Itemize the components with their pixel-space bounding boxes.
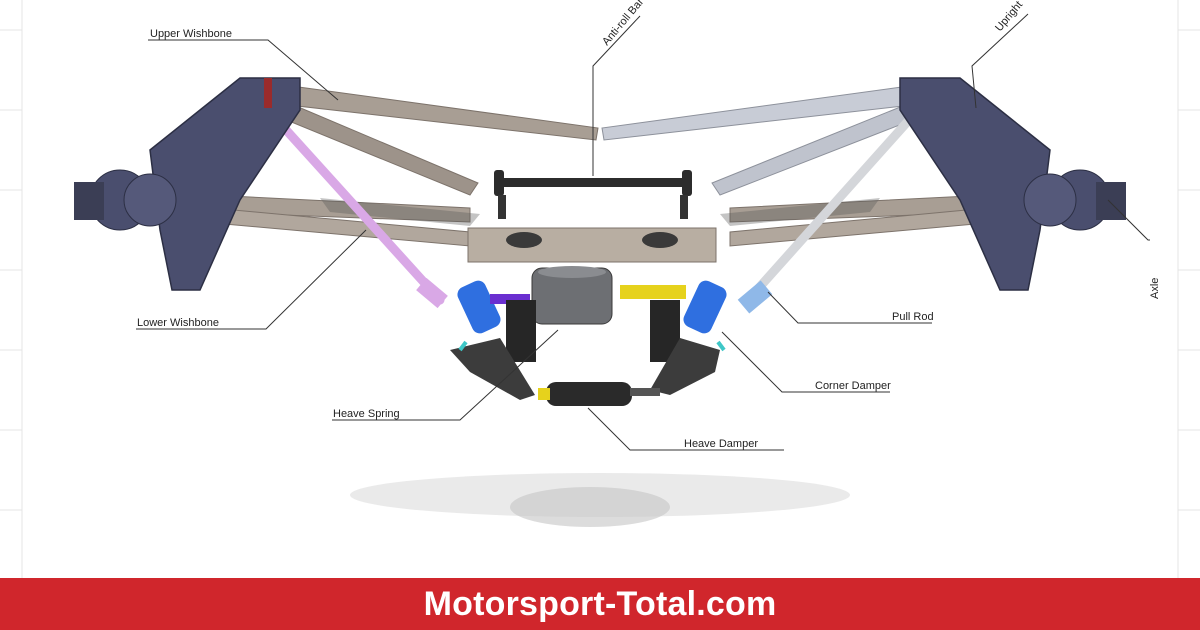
- leader-upright: [971, 13, 1029, 109]
- lower-brackets: [450, 338, 726, 400]
- leader-axle: [1107, 199, 1150, 241]
- leader-anti-roll-bar: [592, 15, 641, 176]
- heave-spring: [506, 266, 680, 362]
- leader-lower-wishbone: [136, 229, 367, 330]
- corner-damper-left: [457, 280, 530, 334]
- site-banner: Motorsport-Total.com: [0, 578, 1200, 630]
- corner-damper-right: [620, 280, 727, 334]
- label-heave-damper: Heave Damper: [684, 438, 758, 450]
- label-pull-rod: Pull Rod: [892, 311, 934, 323]
- label-upper-wishbone: Upper Wishbone: [150, 28, 232, 40]
- suspension-illustration: Upper Wishbone Anti-roll Bar Upright Axl…: [0, 0, 1200, 578]
- leader-upper-wishbone: [148, 39, 339, 101]
- pull-rod-right: [743, 105, 923, 305]
- leader-corner-damper: [721, 331, 890, 393]
- label-upright: Upright: [993, 0, 1025, 34]
- label-heave-spring: Heave Spring: [333, 408, 400, 420]
- label-anti-roll-bar: Anti-roll Bar: [600, 0, 646, 48]
- upright-left: [74, 77, 301, 291]
- leader-heave-spring: [332, 329, 559, 421]
- heave-damper: [538, 382, 660, 406]
- upright-right: [899, 77, 1126, 291]
- label-lower-wishbone: Lower Wishbone: [137, 317, 219, 329]
- leader-pull-rod: [767, 291, 932, 324]
- drawing-frame: [0, 0, 1200, 578]
- leader-heave-damper: [587, 407, 784, 451]
- leader-lines: [136, 13, 1150, 451]
- label-axle: Axle: [1149, 278, 1161, 299]
- suspension-diagram: Upper Wishbone Anti-roll Bar Upright Axl…: [0, 0, 1200, 578]
- label-corner-damper: Corner Damper: [815, 380, 891, 392]
- rocker-plate: [467, 227, 717, 263]
- anti-roll-bar: [494, 170, 692, 219]
- pull-rod-left: [263, 105, 445, 305]
- site-name: Motorsport-Total.com: [423, 584, 777, 623]
